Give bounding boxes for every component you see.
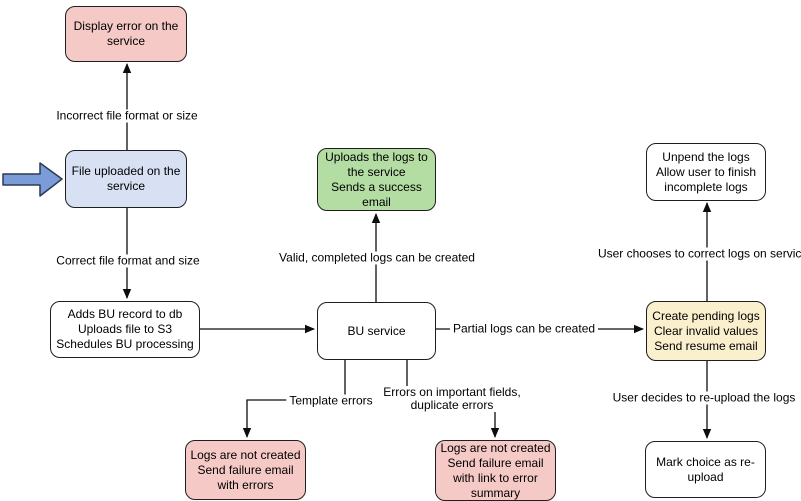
node-text-line: Send failure email: [447, 455, 544, 470]
node-text-line: Send failure email: [197, 462, 294, 477]
node-text-line: Uploads the logs to: [325, 149, 428, 164]
node-text-line: Logs are not created: [440, 440, 551, 455]
node-text-line: Display error on the: [73, 19, 179, 33]
node-text-line: with link to error: [453, 470, 538, 485]
node-text-line: service: [106, 179, 145, 193]
node-text-line: the service: [347, 164, 406, 179]
edge-label-line: User chooses to correct logs on service: [597, 246, 801, 261]
node-text-line: email: [362, 194, 391, 209]
node-text-line: Sends a success: [331, 179, 422, 194]
edge-label-line: Correct file format and size: [56, 253, 200, 268]
node-text-line: Mark choice as re-: [656, 454, 755, 469]
edge-label-line: Partial logs can be created: [452, 321, 596, 336]
edge-label-template-errors: Template errors: [286, 393, 376, 408]
node-text-line: with errors: [217, 477, 274, 492]
edge-label-partial-logs: Partial logs can be created: [449, 321, 599, 336]
edge-label-line: Incorrect file format or size: [56, 108, 198, 123]
flow-node-bu-service: BU service: [317, 302, 436, 360]
edge-label-correct-file-format: Correct file format and size: [53, 253, 203, 268]
edge-label-line: Template errors: [289, 393, 373, 408]
edge-label-incorrect-file-format: Incorrect file format or size: [53, 108, 201, 123]
node-text-line: Send resume email: [654, 338, 758, 353]
node-text-line: Create pending logs: [652, 308, 760, 323]
node-text-line: incomplete logs: [664, 179, 748, 194]
edge-label-user-corrects-on-service: User chooses to correct logs on service: [594, 246, 801, 261]
node-text-line: File uploaded on the: [71, 164, 181, 178]
node-text-line: BU service: [347, 323, 406, 338]
edge-label-line: duplicate errors: [410, 398, 494, 412]
node-text-line: Adds BU record to db: [67, 307, 183, 321]
edge-label-line: Errors on important fields,: [383, 385, 521, 399]
edge-label-line: Valid, completed logs can be created: [279, 250, 475, 265]
node-text-line: Logs are not created: [190, 447, 301, 462]
flow-node-mark-choice-reupload: Mark choice as re-upload: [645, 441, 766, 498]
edge-label-valid-completed-logs: Valid, completed logs can be created: [276, 250, 478, 265]
node-text-line: summary: [470, 485, 521, 500]
edge-label-errors-important-fields: Errors on important fields,duplicate err…: [380, 385, 524, 412]
node-text-line: upload: [687, 469, 724, 484]
node-text-line: Uploads file to S3: [77, 322, 173, 336]
edge-label-user-reuploads: User decides to re-upload the logs: [609, 390, 799, 405]
node-text-line: Unpend the logs: [662, 149, 750, 164]
node-text-line: Clear invalid values: [653, 323, 759, 338]
node-text-line: Allow user to finish: [655, 164, 757, 179]
node-text-line: Schedules BU processing: [56, 337, 194, 351]
node-text-line: service: [106, 34, 145, 48]
start-pointer-block-arrow-icon: [2, 162, 63, 197]
edge-label-line: User decides to re-upload the logs: [612, 390, 796, 405]
